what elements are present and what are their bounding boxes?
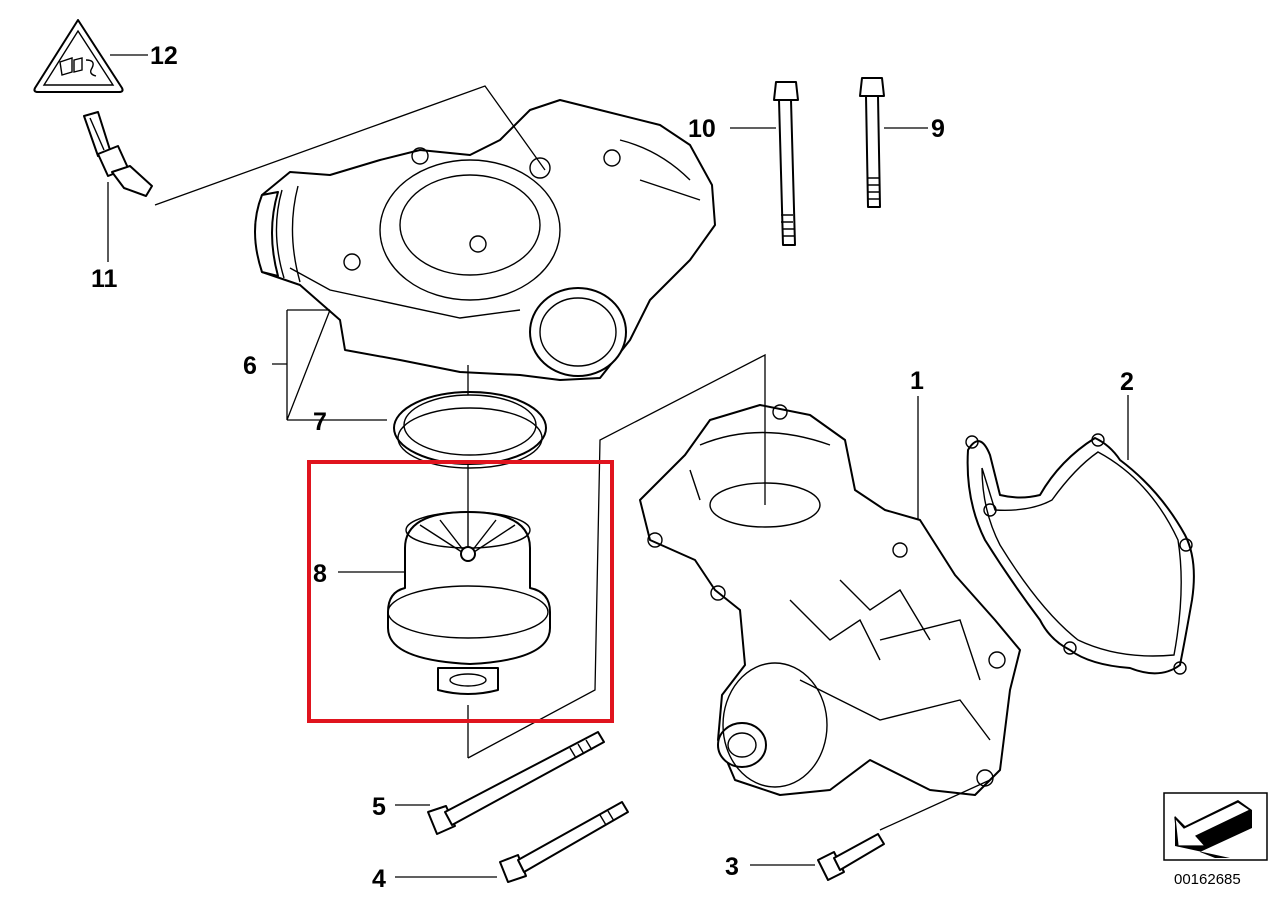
gasket-part	[965, 433, 1195, 675]
callout-2: 2	[1120, 368, 1134, 396]
thermostat-housing-part	[254, 99, 716, 381]
callout-9: 9	[931, 115, 945, 143]
callout-4: 4	[372, 865, 386, 893]
callout-3: 3	[725, 853, 739, 881]
callout-10: 10	[688, 115, 716, 143]
callout-7: 7	[313, 408, 327, 436]
temperature-sensor-part	[83, 111, 153, 197]
bolt-5-part	[427, 731, 605, 835]
callout-6: 6	[243, 352, 257, 380]
reference-number: 00162685	[1174, 871, 1241, 888]
bolt-10-part	[773, 81, 799, 246]
bolt-4-part	[499, 801, 629, 883]
callout-12: 12	[150, 42, 178, 70]
bolt-3-part	[817, 833, 885, 881]
water-pump-part	[639, 404, 1021, 796]
callout-leaders	[107, 54, 1129, 878]
orientation-arrow-icon	[1163, 792, 1268, 861]
assembly-guide-lines	[154, 85, 991, 831]
highlight-box	[307, 460, 614, 723]
bolt-9-part	[859, 77, 885, 208]
callout-1: 1	[910, 367, 924, 395]
seal-ring-part	[393, 391, 547, 469]
thermostat-part	[387, 511, 551, 695]
callout-8: 8	[313, 560, 327, 588]
warning-triangle-icon	[33, 19, 124, 93]
callout-11: 11	[91, 265, 118, 293]
callout-5: 5	[372, 793, 386, 821]
